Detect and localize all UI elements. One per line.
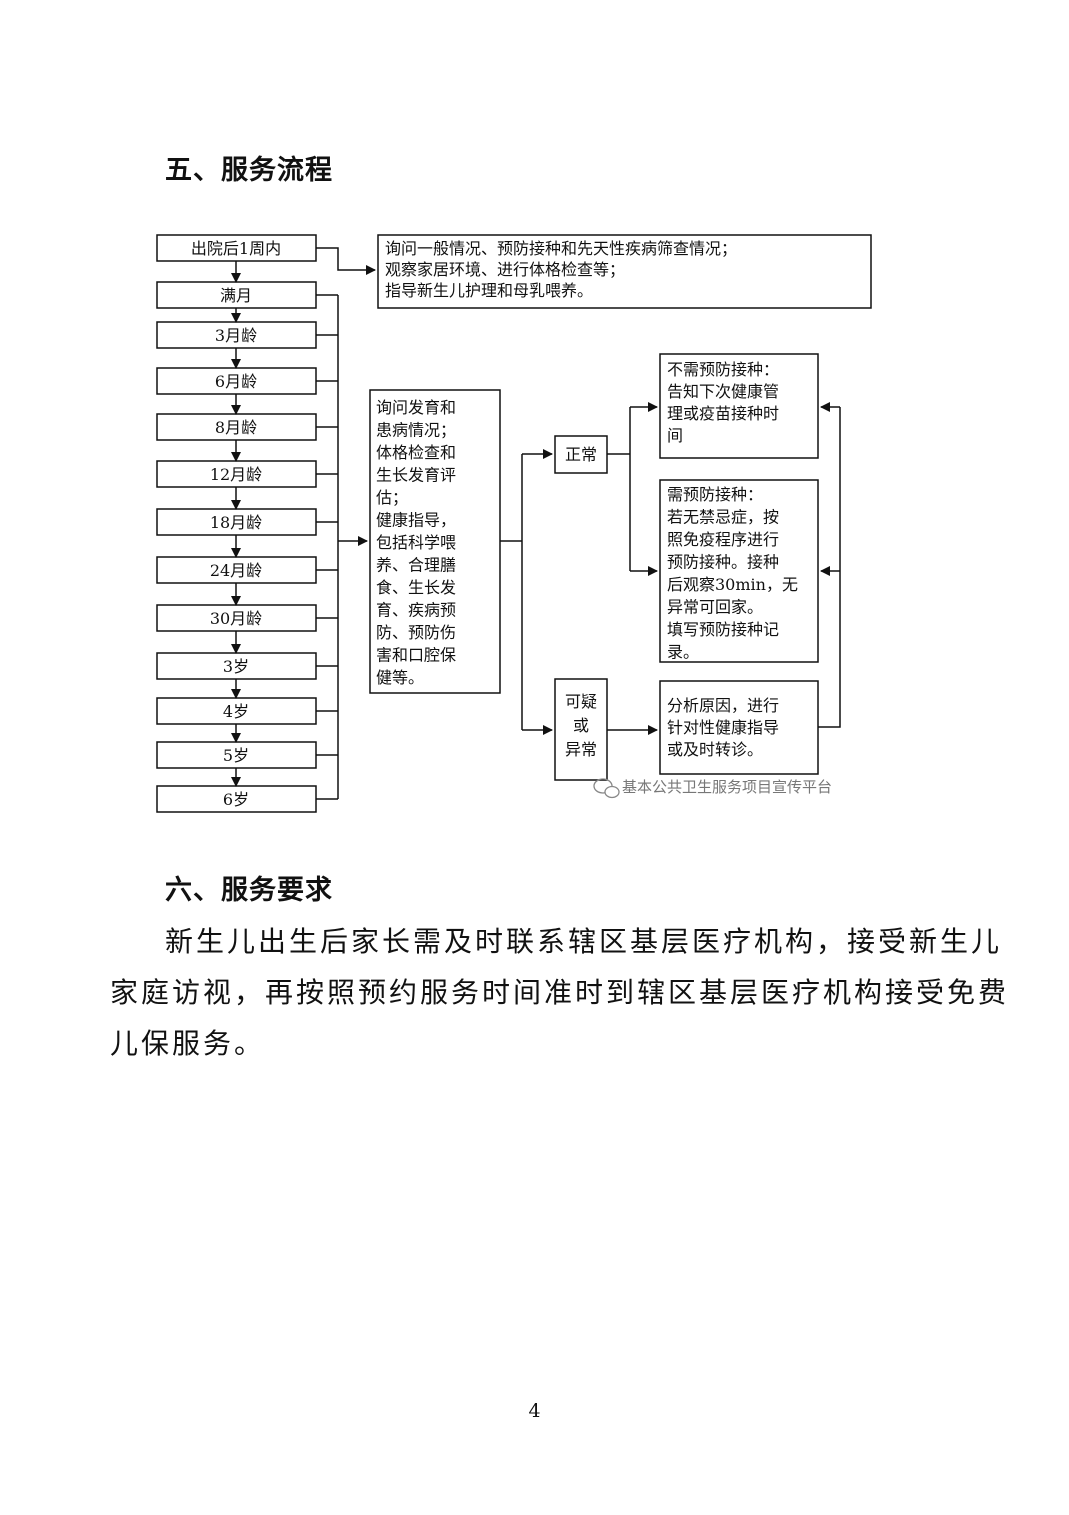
normal-label: 正常 bbox=[565, 445, 597, 464]
age-box bbox=[156, 697, 317, 725]
routine-line: 害和口腔保 bbox=[376, 646, 456, 665]
routine-line: 生长发育评 bbox=[376, 466, 456, 485]
age-label: 4岁 bbox=[223, 702, 249, 721]
routine-content-box bbox=[369, 389, 501, 694]
age-label: 18月龄 bbox=[210, 513, 262, 532]
age-label: 8月龄 bbox=[215, 418, 257, 437]
age-box bbox=[156, 652, 317, 680]
vaccine-line: 预防接种。接种 bbox=[667, 553, 779, 572]
routine-line: 健等。 bbox=[376, 668, 424, 687]
age-label: 3岁 bbox=[223, 657, 249, 676]
age-label: 5岁 bbox=[223, 746, 249, 765]
age-label: 出院后1周内 bbox=[191, 239, 281, 258]
vaccine-line: 需预防接种： bbox=[667, 485, 763, 504]
age-box bbox=[156, 604, 317, 632]
abnormal-line: 或 bbox=[573, 716, 589, 735]
age-label: 满月 bbox=[220, 286, 252, 305]
abnormal-line: 异常 bbox=[565, 740, 597, 759]
vaccine-line: 填写预防接种记 bbox=[667, 620, 779, 639]
section-6-heading: 六、服务要求 bbox=[165, 875, 333, 906]
age-box bbox=[156, 234, 317, 262]
abnormal-line: 可疑 bbox=[565, 692, 597, 711]
vaccine-line: 若无禁忌症，按 bbox=[667, 508, 779, 527]
abnormal-box bbox=[554, 678, 608, 781]
requirement-line-2: 家庭访视，再按照预约服务时间准时到辖区基层医疗机构接受免费 bbox=[110, 976, 1010, 1009]
age-box bbox=[156, 785, 317, 813]
analysis-box bbox=[659, 680, 819, 775]
vaccine-line: 异常可回家。 bbox=[667, 598, 763, 617]
age-label: 3月龄 bbox=[215, 326, 257, 345]
no-vaccine-line: 理或疫苗接种时 bbox=[667, 404, 779, 423]
content-boxes: 询问一般情况、预防接种和先天性疾病筛查情况； 观察家居环境、进行体格检查等； 指导新… bbox=[369, 234, 872, 799]
vaccine-line: 后观察30min，无 bbox=[667, 575, 798, 594]
routine-line: 防、预防伤 bbox=[376, 623, 456, 642]
age-label: 24月龄 bbox=[210, 561, 262, 580]
requirement-line-1: 新生儿出生后家长需及时联系辖区基层医疗机构，接受新生儿 bbox=[165, 925, 1003, 958]
first-visit-line: 指导新生儿护理和母乳喂养。 bbox=[385, 281, 593, 300]
flow-connectors bbox=[231, 247, 841, 800]
page-number: 4 bbox=[528, 1400, 541, 1422]
routine-line: 估； bbox=[376, 488, 408, 507]
age-box bbox=[156, 556, 317, 584]
age-label: 12月龄 bbox=[210, 465, 262, 484]
age-label: 6岁 bbox=[223, 790, 249, 809]
no-vaccine-box bbox=[659, 353, 819, 459]
watermark-text: 基本公共卫生服务项目宣传平台 bbox=[622, 778, 832, 796]
analysis-line: 分析原因，进行 bbox=[667, 696, 779, 715]
analysis-line: 针对性健康指导 bbox=[667, 718, 779, 737]
age-box bbox=[156, 321, 317, 349]
routine-line: 体格检查和 bbox=[376, 443, 456, 462]
routine-line: 食、生长发 bbox=[376, 578, 456, 597]
first-visit-arrow bbox=[316, 247, 376, 275]
vaccine-box bbox=[659, 479, 819, 663]
first-visit-line: 询问一般情况、预防接种和先天性疾病筛查情况； bbox=[385, 239, 737, 258]
section-5-heading: 五、服务流程 bbox=[165, 155, 333, 186]
normal-box bbox=[554, 435, 608, 474]
analysis-line: 或及时转诊。 bbox=[667, 740, 763, 759]
routine-line: 包括科学喂 bbox=[376, 533, 456, 552]
requirement-line-3: 儿保服务。 bbox=[110, 1027, 266, 1060]
routine-line: 患病情况； bbox=[376, 421, 456, 440]
routine-line: 健康指导， bbox=[376, 511, 456, 530]
no-vaccine-line: 不需预防接种： bbox=[667, 360, 779, 379]
first-visit-content-box bbox=[377, 234, 872, 309]
no-vaccine-line: 告知下次健康管 bbox=[667, 382, 779, 401]
routine-line: 育、疾病预 bbox=[376, 601, 456, 620]
routine-line: 询问发育和 bbox=[376, 398, 456, 417]
vaccine-line: 录。 bbox=[667, 643, 699, 662]
feedback-spine bbox=[818, 407, 841, 728]
vaccine-line: 照免疫程序进行 bbox=[667, 530, 779, 549]
routine-line: 养、合理膳 bbox=[376, 556, 456, 575]
age-box bbox=[156, 508, 317, 536]
no-vaccine-line: 间 bbox=[667, 426, 683, 445]
age-label: 6月龄 bbox=[215, 372, 257, 391]
age-label: 30月龄 bbox=[210, 609, 262, 628]
first-visit-line: 观察家居环境、进行体格检查等； bbox=[385, 260, 625, 279]
chat-bubble-icon bbox=[593, 778, 620, 799]
